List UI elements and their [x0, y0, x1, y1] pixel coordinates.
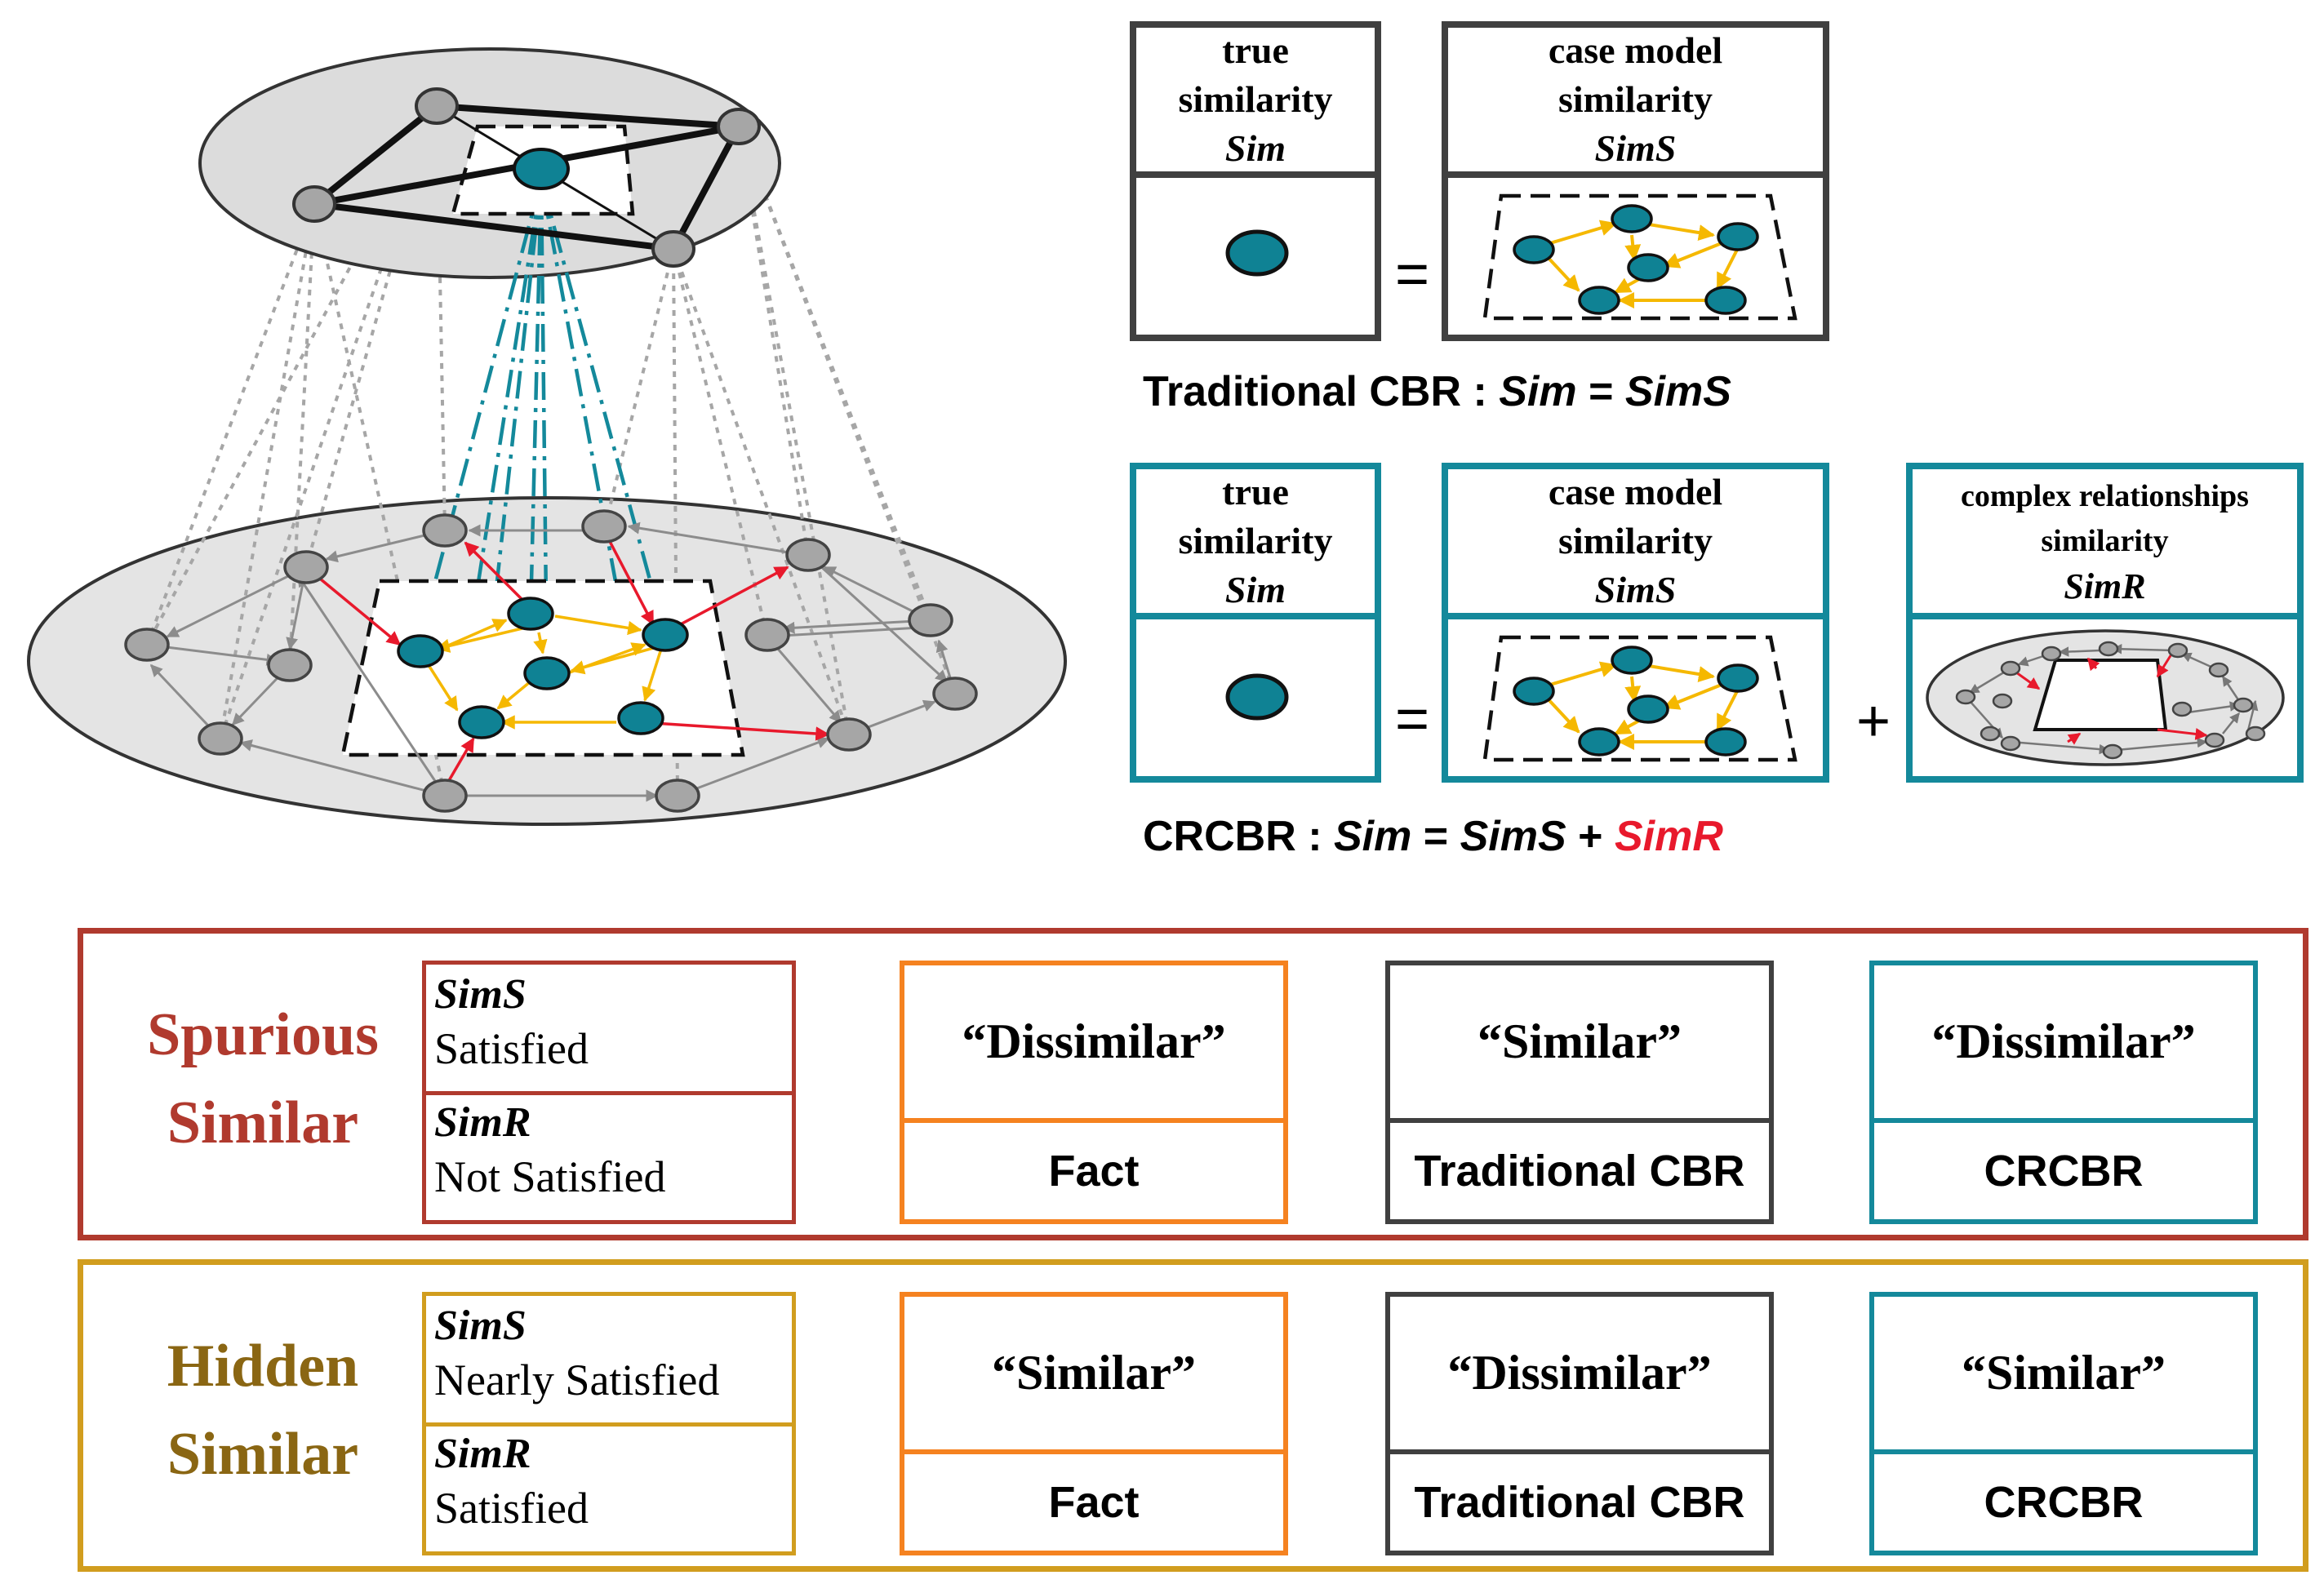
top-query-node — [513, 148, 570, 190]
result-source: CRCBR — [1984, 1147, 2144, 1196]
traditional-cbr-result-box: “Dissimilar” Traditional CBR — [1385, 1292, 1774, 1555]
result-source: Fact — [1048, 1478, 1140, 1527]
top-graph-nodes — [292, 87, 761, 268]
bottom-teal-nodes — [397, 597, 689, 739]
formula-prefix: Traditional CBR : — [1143, 368, 1500, 415]
fact-result-box: “Similar” Fact — [900, 1292, 1288, 1555]
bottom-yellow-edges — [427, 615, 666, 730]
simr-key: SimR — [434, 1430, 531, 1477]
box-line1: case model — [1548, 29, 1723, 71]
box-line1: true — [1222, 471, 1289, 513]
formula-prefix: CRCBR : — [1143, 813, 1334, 860]
true-similarity-box-crcbr: true similarity Sim — [1130, 463, 1381, 783]
result-source: Traditional CBR — [1414, 1147, 1745, 1196]
simr-value: Satisfied — [434, 1483, 589, 1533]
box-symbol: Sim — [1224, 569, 1286, 610]
formula-lhs: Sim — [1333, 813, 1412, 860]
formula-rhs: SimS — [1624, 368, 1731, 415]
plus-sign: + — [1855, 689, 1891, 754]
result-value: “Similar” — [1477, 1014, 1682, 1068]
box-line2: similarity — [1178, 520, 1333, 561]
row-label: Hidden Similar — [100, 1322, 426, 1498]
box-line1: true — [1222, 29, 1289, 71]
condition-box: SimS Nearly Satisfied SimR Satisfied — [422, 1292, 796, 1555]
sims-key: SimS — [434, 1302, 527, 1349]
case-model-similarity-box-crcbr: case model similarity SimS — [1442, 463, 1829, 783]
sims-value: Nearly Satisfied — [434, 1356, 720, 1404]
box-symbol: SimR — [2064, 566, 2146, 606]
simr-value: Not Satisfied — [434, 1151, 666, 1201]
simr-key: SimR — [434, 1098, 531, 1146]
case-graph-icon — [1482, 635, 1797, 762]
row-label-line2: Similar — [167, 1421, 359, 1488]
result-value: “Dissimilar” — [1447, 1346, 1712, 1400]
box-symbol: SimS — [1594, 127, 1677, 169]
sims-value: Satisfied — [434, 1024, 589, 1073]
complex-relationships-similarity-box: complex relationships similarity SimR — [1906, 463, 2304, 783]
box-symbol: SimS — [1594, 569, 1677, 610]
crcbr-formula: CRCBR : Sim = SimS + SimR — [1143, 812, 1723, 861]
bottom-red-edges — [304, 530, 830, 788]
network-illustration — [27, 47, 1067, 826]
result-value: “Dissimilar” — [1931, 1014, 2196, 1068]
result-source: CRCBR — [1984, 1478, 2144, 1527]
sims-key: SimS — [434, 971, 527, 1018]
row-label: Spurious Similar — [100, 991, 426, 1167]
fact-result-box: “Dissimilar” Fact — [900, 961, 1288, 1224]
box-line2: similarity — [1178, 78, 1333, 120]
formula-sims: SimS — [1460, 813, 1566, 860]
result-source: Fact — [1048, 1147, 1140, 1196]
condition-box: SimS Satisfied SimR Not Satisfied — [422, 961, 796, 1224]
sim-node-icon — [1225, 673, 1289, 721]
hidden-similar-row: Hidden Similar SimS Nearly Satisfied Sim… — [78, 1259, 2308, 1572]
crcbr-result-box: “Similar” CRCBR — [1869, 1292, 2258, 1555]
spurious-similar-row: Spurious Similar SimS Satisfied SimR Not… — [78, 928, 2308, 1240]
box-line1: case model — [1548, 471, 1723, 513]
box-symbol: Sim — [1224, 127, 1286, 169]
equals-sign: = — [1394, 242, 1430, 307]
sim-node-icon — [1225, 229, 1289, 277]
crcbr-result-box: “Dissimilar” CRCBR — [1869, 961, 2258, 1224]
case-graph-icon — [1482, 193, 1797, 321]
formula-simr: SimR — [1614, 813, 1723, 860]
bottom-gray-nodes — [124, 509, 978, 813]
row-label-line1: Hidden — [167, 1333, 359, 1400]
box-line2: similarity — [2041, 523, 2169, 558]
box-line2: similarity — [1557, 520, 1713, 561]
result-value: “Dissimilar” — [962, 1014, 1226, 1068]
traditional-cbr-result-box: “Similar” Traditional CBR — [1385, 961, 1774, 1224]
traditional-cbr-formula: Traditional CBR : Sim = SimS — [1143, 367, 1731, 416]
box-line2: similarity — [1557, 78, 1713, 120]
row-label-line2: Similar — [167, 1089, 359, 1156]
box-line1: complex relationships — [1961, 478, 2249, 513]
result-value: “Similar” — [992, 1346, 1196, 1400]
equals-sign: = — [1394, 686, 1430, 752]
formula-plus: + — [1566, 813, 1615, 860]
relationship-graph-icon — [1926, 629, 2285, 766]
result-value: “Similar” — [1962, 1346, 2166, 1400]
formula-eq: = — [1576, 368, 1625, 415]
true-similarity-box-traditional: true similarity Sim — [1130, 21, 1381, 341]
result-source: Traditional CBR — [1414, 1478, 1745, 1527]
formula-eq: = — [1411, 813, 1460, 860]
row-label-line1: Spurious — [147, 1001, 379, 1068]
formula-lhs: Sim — [1499, 368, 1577, 415]
case-model-similarity-box-traditional: case model similarity SimS — [1442, 21, 1829, 341]
